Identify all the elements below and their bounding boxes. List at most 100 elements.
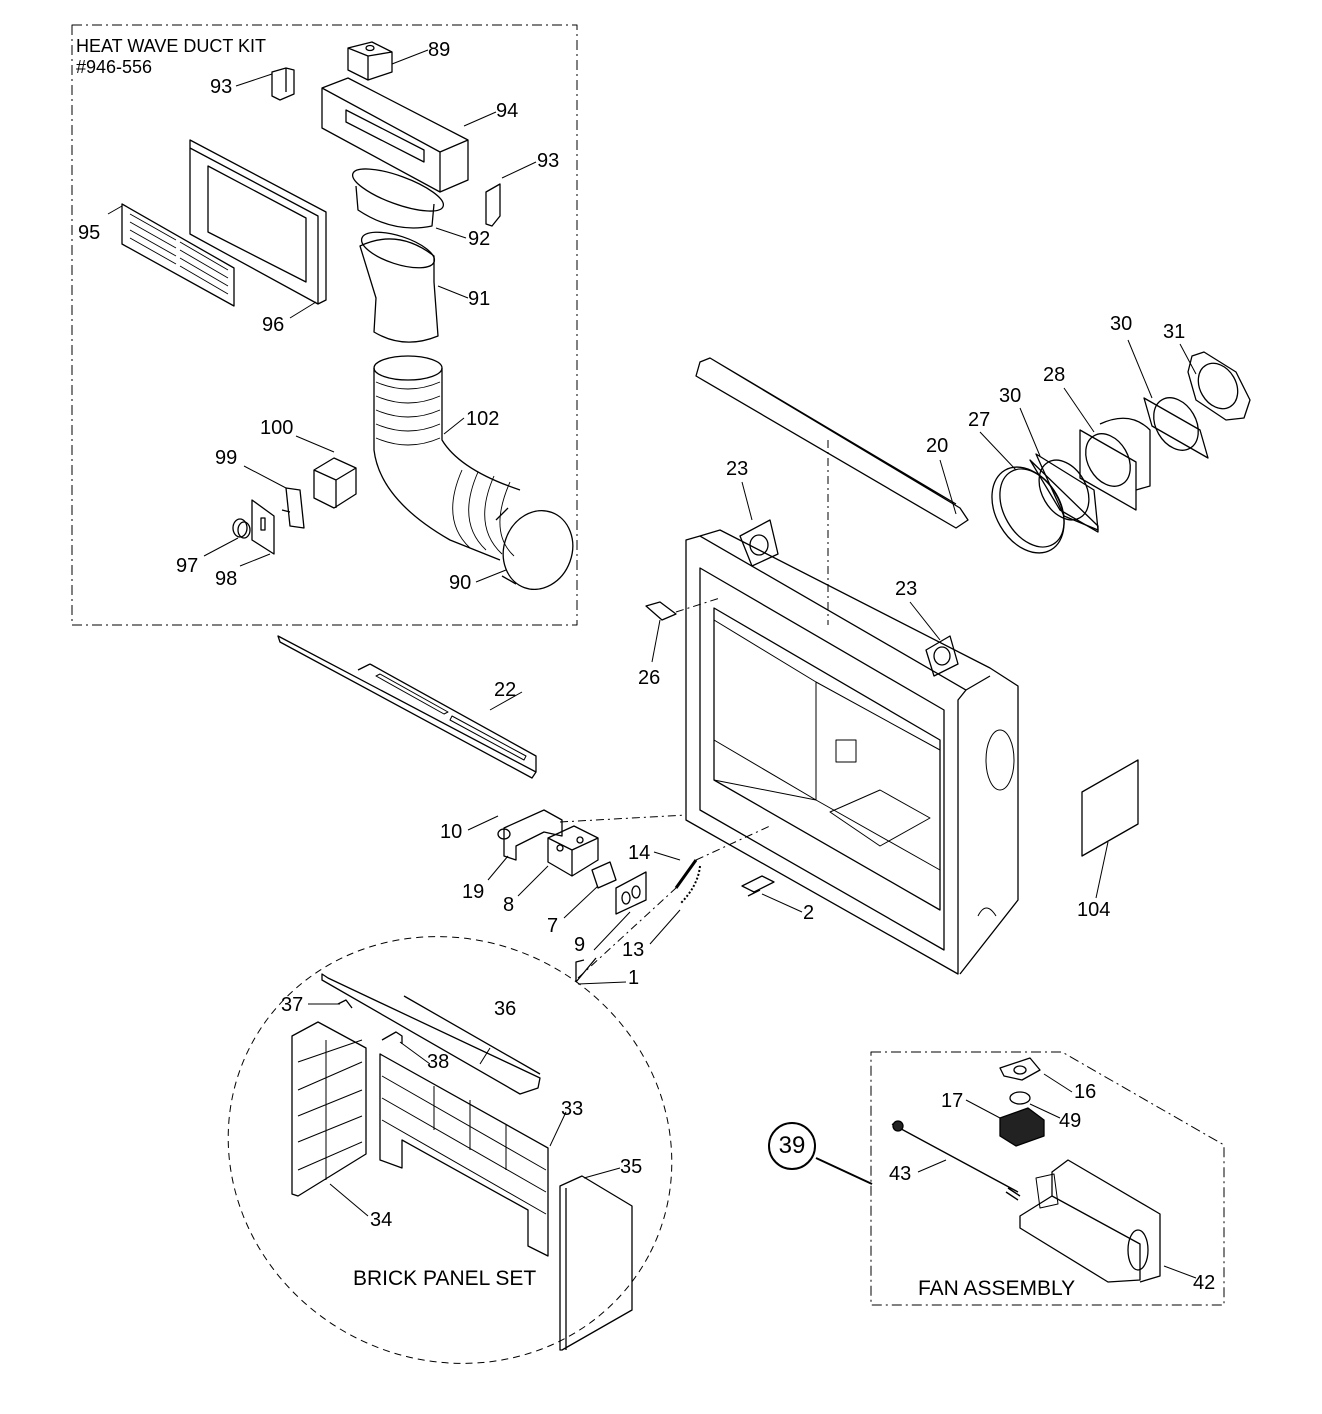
part-94-plenum-box	[321, 77, 469, 193]
callout-90: 90	[449, 572, 472, 594]
callout-102: 102	[466, 408, 500, 430]
callout-22: 22	[494, 679, 517, 701]
callout-97: 97	[176, 555, 199, 577]
callout-27: 27	[968, 409, 991, 431]
part-9-receptacle-cover	[615, 871, 647, 915]
callout-2: 2	[803, 902, 815, 924]
duct-kit-boundary	[71, 24, 578, 626]
fan-assembly-reference-number: 39	[778, 1132, 806, 1159]
part-98-cover-plate	[251, 499, 275, 555]
leader-lines	[107, 49, 1197, 1279]
part-22-base-bar	[277, 635, 537, 779]
part-31-ring-plate	[1187, 351, 1251, 421]
part-8-electrical-box	[547, 825, 599, 877]
part-37-clip	[337, 999, 353, 1009]
part-92-oval-collar	[351, 168, 445, 229]
part-95-grille	[121, 203, 235, 307]
callout-7: 7	[547, 915, 559, 937]
callout-100: 100	[260, 417, 294, 439]
part-20-top-bar	[695, 357, 969, 529]
callout-96: 96	[262, 314, 285, 336]
callout-30: 30	[999, 385, 1022, 407]
duct-kit-title: HEAT WAVE DUCT KIT #946-556	[76, 36, 266, 77]
part-91-transition	[359, 231, 439, 343]
fan-assembly-title: FAN ASSEMBLY	[918, 1277, 1076, 1300]
part-35-end-panel	[559, 1175, 633, 1351]
callout-30: 30	[1110, 313, 1133, 335]
part-17-heat-sink	[999, 1107, 1045, 1147]
part-34-side-brick-panel	[291, 1021, 367, 1197]
callout-8: 8	[503, 894, 515, 916]
part-firebox	[685, 529, 1019, 975]
leader-39	[815, 1157, 873, 1185]
callout-91: 91	[468, 288, 491, 310]
part-28-vent-adapter	[1079, 417, 1151, 511]
fan-assembly-reference-badge: 39	[768, 1122, 816, 1170]
callout-33: 33	[561, 1098, 584, 1120]
part-19-bracket	[503, 809, 563, 861]
alignment-line-spring	[577, 825, 771, 979]
part-27-collar-ring	[991, 466, 1065, 554]
callout-93: 93	[537, 150, 560, 172]
callout-26: 26	[638, 667, 661, 689]
callout-98: 98	[215, 568, 238, 590]
callout-94: 94	[496, 100, 519, 122]
duct-kit-part-number: #946-556	[76, 56, 153, 77]
callout-1: 1	[628, 967, 640, 989]
callout-19: 19	[462, 881, 485, 903]
part-97-knob	[232, 518, 251, 539]
part-93-bracket-left	[271, 67, 295, 101]
part-2-bracket	[741, 875, 775, 897]
part-93-bracket-right	[485, 183, 501, 227]
callout-89: 89	[428, 39, 451, 61]
part-43-power-cord	[891, 1120, 1021, 1201]
callout-99: 99	[215, 447, 238, 469]
callout-104: 104	[1077, 899, 1111, 921]
brick-panel-boundary	[227, 936, 673, 1364]
part-99-switch	[281, 487, 305, 529]
part-102-flex-duct	[373, 355, 521, 561]
part-49-thermal-disc	[1009, 1091, 1031, 1105]
part-90-end-collar	[495, 507, 574, 590]
part-14-spring	[674, 859, 698, 889]
duct-kit-title-line1: HEAT WAVE DUCT KIT	[76, 36, 267, 56]
alignment-line-26	[675, 597, 721, 613]
part-96-trim-frame	[189, 139, 327, 305]
callout-95: 95	[78, 222, 101, 244]
callout-43: 43	[889, 1163, 912, 1185]
callout-14: 14	[628, 842, 651, 864]
callout-34: 34	[370, 1209, 393, 1231]
callout-37: 37	[281, 994, 304, 1016]
callout-23: 23	[895, 578, 918, 600]
part-36-top-panel	[321, 973, 541, 1095]
callout-17: 17	[941, 1090, 964, 1112]
callout-92: 92	[468, 228, 491, 250]
part-23-flange-right	[925, 635, 959, 677]
alignment-line-electrical	[559, 814, 687, 823]
callout-42: 42	[1193, 1272, 1216, 1294]
callout-35: 35	[620, 1156, 643, 1178]
part-30-gasket-rear	[1143, 397, 1209, 459]
callout-93: 93	[210, 76, 233, 98]
callout-36: 36	[494, 998, 517, 1020]
part-30-gasket-front	[1029, 453, 1099, 533]
callout-16: 16	[1074, 1081, 1097, 1103]
part-42-blower	[1019, 1159, 1161, 1283]
callout-28: 28	[1043, 364, 1066, 386]
part-7-receptacle	[591, 861, 617, 889]
callout-23: 23	[726, 458, 749, 480]
part-89-junction-box	[347, 41, 393, 81]
callout-9: 9	[574, 934, 586, 956]
brick-panel-title: BRICK PANEL SET	[353, 1267, 537, 1290]
callout-20: 20	[926, 435, 949, 457]
part-26-clip	[645, 601, 677, 621]
part-104-access-panel	[1081, 759, 1139, 857]
part-33-rear-brick-panel	[379, 1053, 549, 1257]
callout-10: 10	[440, 821, 463, 843]
part-23-flange-left	[739, 519, 779, 567]
part-38-clip	[381, 1031, 403, 1044]
callout-38: 38	[427, 1051, 450, 1073]
part-13-chain	[679, 865, 701, 905]
part-16-bracket	[999, 1057, 1041, 1081]
